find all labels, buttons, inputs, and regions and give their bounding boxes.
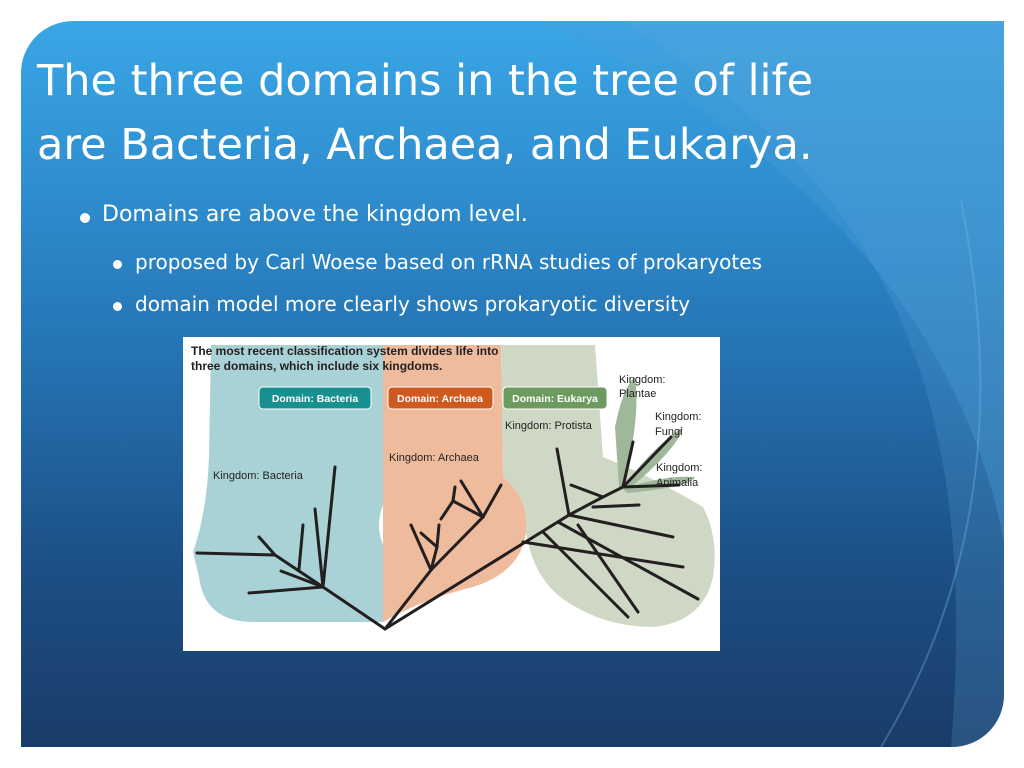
bullet-level2: proposed by Carl Woese based on rRNA stu…	[113, 250, 762, 274]
domain-bacteria-label: Domain: Bacteria	[272, 393, 359, 405]
kingdom-fungi-label-2: Fungi	[655, 426, 683, 438]
bullet-text: proposed by Carl Woese based on rRNA stu…	[135, 250, 762, 274]
title-line-1: The three domains in the tree of life	[37, 56, 814, 106]
title-line-2: are Bacteria, Archaea, and Eukarya.	[37, 120, 813, 170]
bullet-level1: Domains are above the kingdom level.	[80, 202, 528, 227]
domain-tag-bacteria	[258, 386, 372, 410]
kingdom-bacteria-label: Kingdom: Bacteria	[213, 470, 304, 482]
bullet-dot-icon	[113, 260, 122, 269]
tree-of-life-diagram: The most recent classification system di…	[191, 344, 715, 631]
kingdom-plantae-label-2: Plantae	[619, 388, 656, 400]
plantae-leaf	[615, 377, 637, 487]
domain-eukarya-label: Domain: Eukarya	[512, 393, 598, 405]
kingdom-archaea-label: Kingdom: Archaea	[389, 452, 480, 464]
kingdom-plantae-label-1: Kingdom:	[619, 374, 665, 386]
kingdom-animalia-label-2: Animalia	[656, 477, 699, 489]
eukarya-region	[501, 345, 715, 627]
kingdom-fungi-label-1: Kingdom:	[655, 411, 701, 423]
figure-caption-line-2: three domains, which include six kingdom…	[191, 359, 442, 373]
bullet-level2: domain model more clearly shows prokaryo…	[113, 292, 691, 316]
archaea-notch	[379, 505, 383, 545]
bullet-text: Domains are above the kingdom level.	[102, 202, 528, 227]
bullet-text: domain model more clearly shows prokaryo…	[135, 292, 691, 316]
domain-archaea-label: Domain: Archaea	[397, 393, 483, 405]
kingdom-protista-label: Kingdom: Protista	[505, 420, 593, 432]
tree-branches	[195, 435, 700, 631]
bullet-dot-icon	[80, 213, 90, 223]
slide-title: The three domains in the tree of life ar…	[37, 49, 997, 177]
domain-tag-archaea	[387, 386, 494, 410]
bullet-dot-icon	[113, 302, 122, 311]
background-swoosh	[541, 21, 1004, 747]
domain-tag-eukarya	[502, 386, 608, 410]
kingdom-animalia-label-1: Kingdom:	[656, 462, 702, 474]
slide-background: The three domains in the tree of life ar…	[21, 21, 1004, 747]
archaea-region	[383, 345, 527, 622]
tree-of-life-figure: The most recent classification system di…	[183, 337, 720, 651]
figure-caption-line-1: The most recent classification system di…	[191, 344, 498, 358]
